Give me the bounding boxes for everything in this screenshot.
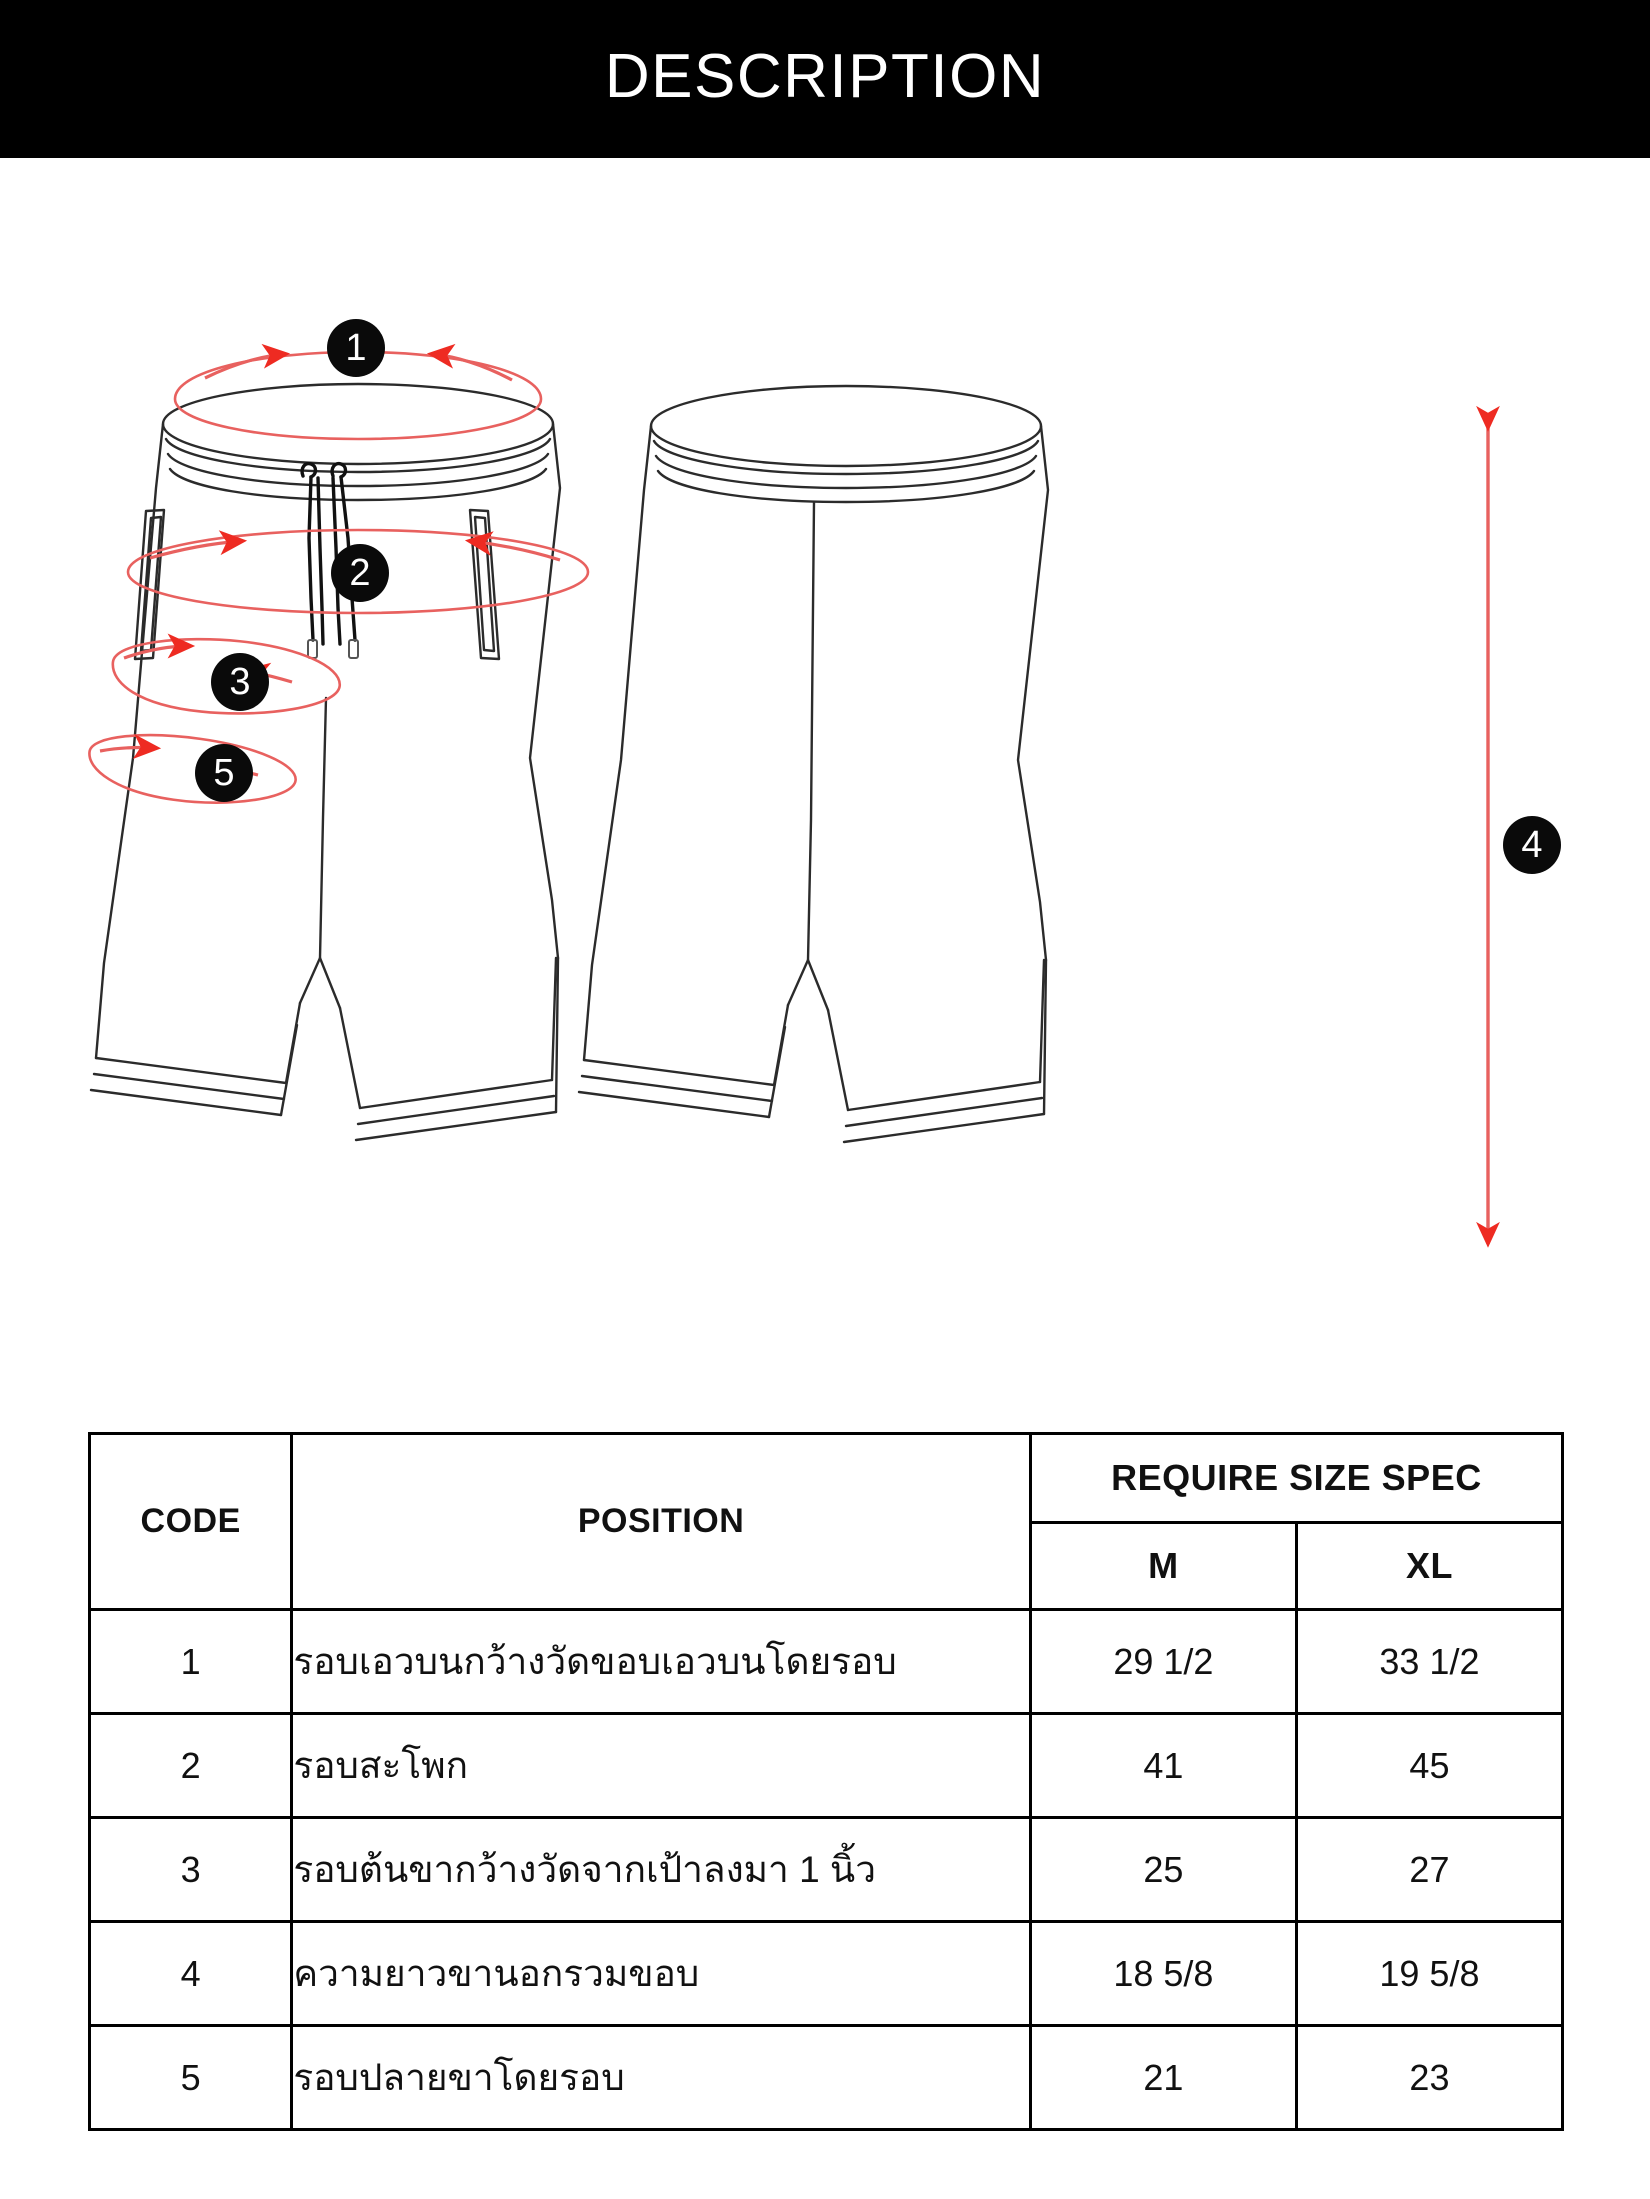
svg-text:4: 4 [1521, 824, 1542, 866]
cell-size-xl: 19 5/8 [1294, 1920, 1565, 2027]
table-row: 2 รอบสะโพก 41 45 [87, 1712, 1565, 1819]
measure-arrow-1-left [204, 343, 291, 380]
table-row: 3 รอบต้นขากว้างวัดจากเป้าลงมา 1 นิ้ว 25 … [87, 1816, 1565, 1923]
marker-bubble-3: 3 [211, 653, 269, 711]
cell-size-m: 41 [1028, 1712, 1298, 1819]
column-header-code: CODE [87, 1432, 294, 1611]
measure-ellipse-2 [126, 528, 590, 615]
cell-size-xl: 27 [1294, 1816, 1565, 1923]
table-row: 1 รอบเอวบนกว้างวัดขอบเอวบนโดยรอบ 29 1/2 … [87, 1608, 1565, 1715]
table-row: 4 ความยาวขานอกรวมขอบ 18 5/8 19 5/8 [87, 1920, 1565, 2027]
svg-text:5: 5 [213, 752, 234, 794]
cell-code: 5 [87, 2024, 294, 2131]
cell-size-m: 29 1/2 [1028, 1608, 1298, 1715]
column-header-size-m: M [1028, 1521, 1298, 1611]
table-body: 1 รอบเอวบนกว้างวัดขอบเอวบนโดยรอบ 29 1/2 … [87, 1608, 1565, 2131]
marker-bubble-1: 1 [327, 319, 385, 377]
marker-bubble-2: 2 [331, 544, 389, 602]
cell-position: รอบต้นขากว้างวัดจากเป้าลงมา 1 นิ้ว [290, 1816, 1032, 1923]
column-header-position: POSITION [290, 1432, 1032, 1611]
cell-code: 2 [87, 1712, 294, 1819]
cell-size-m: 18 5/8 [1028, 1920, 1298, 2027]
cell-size-m: 25 [1028, 1816, 1298, 1923]
measure-arrow-1-right [426, 343, 513, 382]
cell-size-m: 21 [1028, 2024, 1298, 2131]
marker-bubble-5: 5 [195, 744, 253, 802]
cell-code: 3 [87, 1816, 294, 1923]
technical-drawing-area: 1 2 3 4 5 [0, 158, 1650, 1428]
shorts-back-technical-drawing [577, 384, 1050, 1144]
cell-code: 4 [87, 1920, 294, 2027]
measure-ellipse-5 [88, 733, 297, 804]
page-header-band: DESCRIPTION [0, 0, 1650, 158]
cell-position: รอบปลายขาโดยรอบ [290, 2024, 1032, 2131]
marker-bubble-4: 4 [1503, 816, 1561, 874]
table-head: CODE POSITION REQUIRE SIZE SPEC M XL [87, 1432, 1565, 1611]
cell-size-xl: 33 1/2 [1294, 1608, 1565, 1715]
cell-position: ความยาวขานอกรวมขอบ [290, 1920, 1032, 2027]
svg-text:1: 1 [345, 327, 366, 369]
cell-code: 1 [87, 1608, 294, 1715]
svg-text:3: 3 [229, 661, 250, 703]
page-title: DESCRIPTION [604, 42, 1046, 111]
shorts-diagram-svg: 1 2 3 4 5 [88, 319, 1561, 1248]
table-header-row-2: M XL [90, 1521, 1565, 1611]
size-spec-table: CODE POSITION REQUIRE SIZE SPEC M XL 1 ร… [87, 1432, 1565, 2131]
measure-arrow-2-right [464, 531, 561, 562]
column-header-size-xl: XL [1294, 1521, 1565, 1611]
svg-text:2: 2 [349, 552, 370, 594]
measure-arrow-2-left [149, 530, 248, 560]
cell-position: รอบสะโพก [290, 1712, 1032, 1819]
size-spec-table-wrap: CODE POSITION REQUIRE SIZE SPEC M XL 1 ร… [87, 1432, 1565, 2131]
table-header-row-1: CODE POSITION REQUIRE SIZE SPEC [87, 1432, 1565, 1611]
measure-arrow-5-left [99, 734, 162, 760]
shorts-front-technical-drawing [89, 382, 562, 1142]
cell-position: รอบเอวบนกว้างวัดขอบเอวบนโดยรอบ [290, 1608, 1032, 1715]
measure-arrow-3-left [123, 633, 196, 660]
table-row: 5 รอบปลายขาโดยรอบ 21 23 [87, 2024, 1565, 2131]
cell-size-xl: 45 [1294, 1712, 1565, 1819]
cell-size-xl: 23 [1294, 2024, 1565, 2131]
column-header-require-size-spec: REQUIRE SIZE SPEC [1028, 1432, 1565, 1524]
